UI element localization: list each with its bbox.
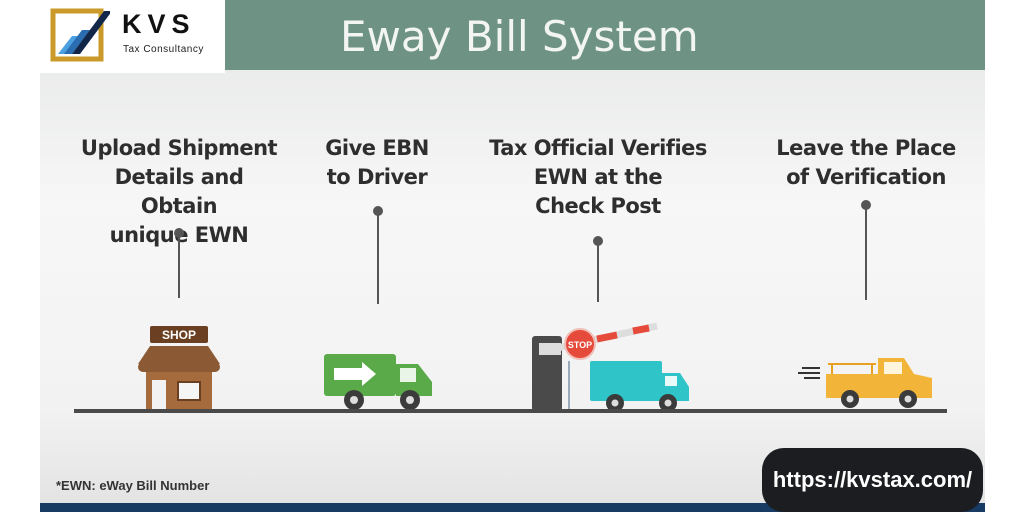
pin-head — [174, 228, 184, 238]
step-line: Tax Official Verifies — [489, 136, 707, 160]
step-line: Details and Obtain — [114, 165, 244, 218]
pin-head — [861, 200, 871, 210]
website-link[interactable]: https://kvstax.com/ — [762, 448, 983, 512]
kvs-logo-icon — [50, 8, 110, 62]
shop-icon: SHOP — [138, 326, 220, 411]
pin-line — [377, 214, 379, 304]
step-line: Give EBN — [325, 136, 429, 160]
logo: KVS Tax Consultancy — [40, 0, 225, 73]
delivery-van-icon — [324, 354, 432, 410]
infographic-panel — [40, 0, 985, 512]
step-1-label: Upload Shipment Details and Obtain uniqu… — [74, 134, 284, 250]
header-bar — [225, 0, 985, 70]
page-title: Eway Bill System — [340, 12, 699, 61]
pin-line — [178, 236, 180, 298]
pin-head — [593, 236, 603, 246]
pin-line — [597, 244, 599, 302]
bottom-bar — [40, 503, 985, 512]
step-2-label: Give EBN to Driver — [307, 134, 447, 192]
step-line: of Verification — [786, 165, 946, 189]
logo-name: KVS — [122, 9, 196, 39]
footnote: *EWN: eWay Bill Number — [56, 478, 210, 493]
road-line — [74, 409, 947, 413]
pin-line — [865, 208, 867, 300]
step-line: Check Post — [535, 194, 661, 218]
pickup-truck-icon — [798, 358, 932, 408]
shop-sign: SHOP — [162, 328, 196, 342]
step-line: to Driver — [326, 165, 428, 189]
step-line: Upload Shipment — [80, 136, 278, 160]
pin-head — [373, 206, 383, 216]
stop-sign: STOP — [568, 340, 592, 350]
logo-tagline: Tax Consultancy — [123, 44, 204, 55]
check-post-truck-icon: STOP — [532, 322, 689, 412]
step-line: Leave the Place — [776, 136, 956, 160]
step-3-label: Tax Official Verifies EWN at the Check P… — [480, 134, 716, 221]
step-4-label: Leave the Place of Verification — [766, 134, 966, 192]
step-line: EWN at the — [533, 165, 663, 189]
